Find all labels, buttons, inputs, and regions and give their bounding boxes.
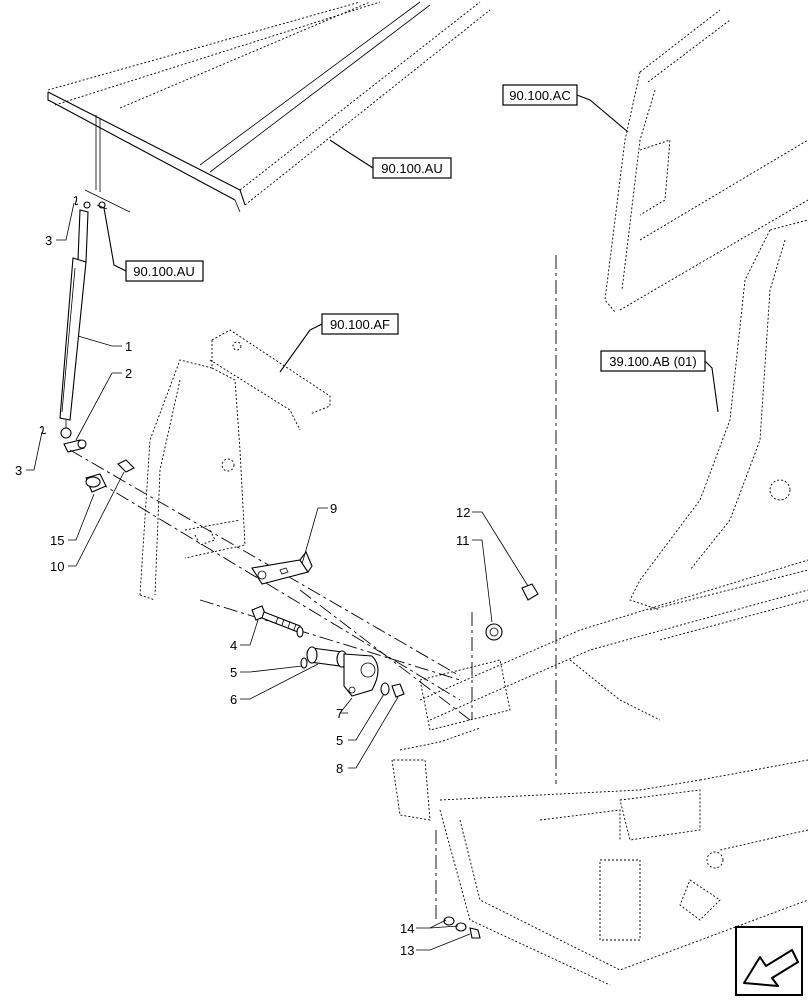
part-12-nut <box>521 583 539 601</box>
ref-box-right[interactable]: 39.100.AB (01) <box>600 350 706 372</box>
part-9-bracket <box>251 550 313 585</box>
svg-text:3: 3 <box>15 463 22 478</box>
callout-5-left[interactable]: 5 <box>230 665 303 680</box>
svg-text:1: 1 <box>125 339 132 354</box>
svg-text:90.100.AF: 90.100.AF <box>330 317 390 332</box>
svg-text:5: 5 <box>336 733 343 748</box>
part-14-washers <box>443 916 467 932</box>
svg-text:3: 3 <box>45 233 52 248</box>
svg-text:12: 12 <box>456 505 470 520</box>
svg-text:5: 5 <box>230 665 237 680</box>
svg-text:4: 4 <box>230 638 237 653</box>
arrow-down-left-icon[interactable] <box>735 926 803 996</box>
ball-stud-2 <box>63 439 87 453</box>
callout-5-right[interactable]: 5 <box>336 693 385 748</box>
callout-3-top[interactable]: 3 <box>45 202 75 248</box>
ref-box-top-right[interactable]: 90.100.AC <box>502 84 578 106</box>
svg-text:9: 9 <box>330 501 337 516</box>
part-5-washer-b <box>380 682 390 696</box>
clip-bottom <box>39 425 47 435</box>
ref-box-mid[interactable]: 90.100.AF <box>321 313 399 335</box>
svg-text:10: 10 <box>50 559 64 574</box>
svg-text:15: 15 <box>50 533 64 548</box>
callout-3-bottom[interactable]: 3 <box>15 431 43 478</box>
cab-post <box>604 9 808 313</box>
svg-text:2: 2 <box>125 366 132 381</box>
hood-frame <box>47 1 491 213</box>
callout-7[interactable]: 7 <box>336 697 353 721</box>
callout-12[interactable]: 12 <box>456 505 529 587</box>
mount-bracket <box>139 329 331 601</box>
svg-text:90.100.AU: 90.100.AU <box>381 161 442 176</box>
ref-box-top-left[interactable]: 90.100.AU <box>125 260 204 282</box>
part-4-bolt <box>251 605 304 638</box>
callout-9[interactable]: 9 <box>301 501 337 565</box>
ball-stud-top <box>96 201 108 210</box>
svg-text:13: 13 <box>400 943 414 958</box>
callout-8[interactable]: 8 <box>336 696 399 776</box>
part-15-plug <box>85 473 107 493</box>
svg-text:90.100.AC: 90.100.AC <box>509 88 570 103</box>
part-10-stud <box>117 459 135 473</box>
callout-14[interactable]: 14 <box>400 919 459 936</box>
svg-text:11: 11 <box>456 533 470 548</box>
svg-text:90.100.AU: 90.100.AU <box>133 264 194 279</box>
part-6-bushing <box>306 646 348 668</box>
callout-13[interactable]: 13 <box>400 933 471 958</box>
callout-4[interactable]: 4 <box>230 619 259 653</box>
main-frame <box>391 219 808 986</box>
callout-11[interactable]: 11 <box>456 533 493 623</box>
callout-1[interactable]: 1 <box>77 335 132 354</box>
svg-text:14: 14 <box>400 921 414 936</box>
gas-strut <box>59 201 91 439</box>
callout-2[interactable]: 2 <box>75 366 132 441</box>
svg-text:6: 6 <box>230 692 237 707</box>
part-7-plate <box>343 653 379 697</box>
callout-10[interactable]: 10 <box>50 471 125 574</box>
svg-text:39.100.AB (01): 39.100.AB (01) <box>609 354 696 369</box>
callout-15[interactable]: 15 <box>50 493 95 548</box>
part-5-washer-a <box>300 657 308 669</box>
ref-box-top-center[interactable]: 90.100.AU <box>372 157 452 179</box>
callout-6[interactable]: 6 <box>230 663 319 707</box>
part-8-nut <box>391 683 405 698</box>
part-13-bolt <box>469 927 481 939</box>
svg-text:7: 7 <box>336 706 343 721</box>
svg-text:8: 8 <box>336 761 343 776</box>
clip-top <box>73 196 79 206</box>
part-11-nut <box>485 623 503 641</box>
